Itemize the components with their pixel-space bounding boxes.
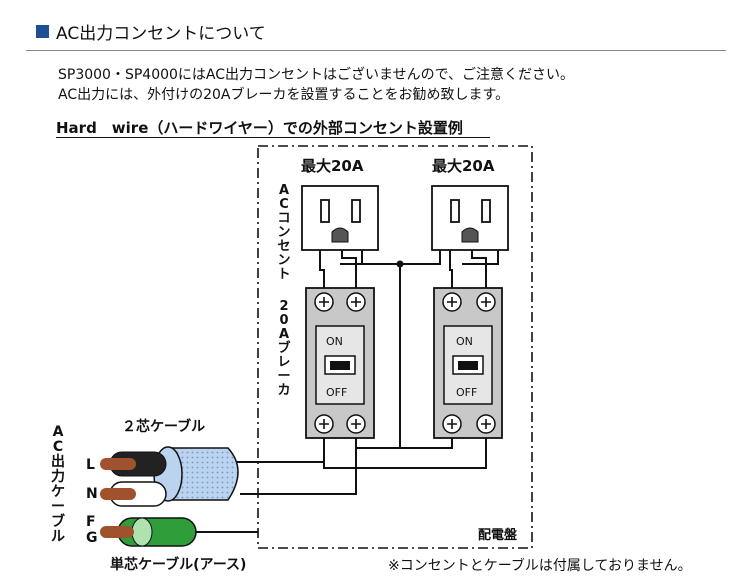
breaker-right — [433, 287, 503, 439]
ac-output-cable-label: AC出力ケーブル — [51, 424, 65, 545]
breaker-left-off: OFF — [326, 386, 348, 399]
section-title: AC出力コンセントについて — [56, 24, 266, 44]
diagram-title: Hard wire（ハードワイヤー）での外部コンセント設置例 — [56, 119, 463, 137]
internal-wiring — [236, 250, 499, 495]
outlet-right — [431, 185, 509, 251]
outlet-left — [301, 185, 379, 251]
panel-label: 配電盤 — [478, 528, 518, 543]
max-rating-right: 最大20A — [432, 157, 495, 175]
distribution-panel-border — [257, 145, 533, 549]
diagram-title-underline — [56, 137, 490, 138]
square-bullet-icon — [36, 25, 49, 38]
wire-label-f: F — [86, 514, 96, 530]
wire-label-g: G — [86, 530, 98, 546]
single-core-cable-label: 単芯ケーブル(アース) — [110, 557, 247, 573]
note-text: ※コンセントとケーブルは付属しておりません。 — [388, 558, 692, 574]
max-rating-left: 最大20A — [301, 157, 364, 175]
two-core-cable-label: ２芯ケーブル — [122, 419, 206, 435]
wire-label-l: L — [86, 457, 95, 473]
intro-line-2: AC出力には、外付けの20Aブレーカを設置することをお勧め致します。 — [58, 87, 510, 103]
breaker-right-on: ON — [456, 335, 473, 348]
intro-line-1: SP3000・SP4000にはAC出力コンセントはございませんので、ご注意くださ… — [58, 67, 575, 83]
breaker-left — [305, 287, 375, 439]
breaker-left-on: ON — [326, 335, 343, 348]
single-core-cable — [100, 517, 197, 547]
section-header: AC出力コンセントについて — [26, 16, 726, 51]
breaker-right-off: OFF — [456, 386, 478, 399]
breaker-vertical-label: 20Aブレーカ — [277, 299, 291, 398]
wire-label-n: N — [86, 486, 98, 502]
junction-dot — [396, 260, 404, 268]
two-core-cable — [100, 446, 239, 507]
outlet-vertical-label: ACコンセント — [277, 183, 291, 282]
